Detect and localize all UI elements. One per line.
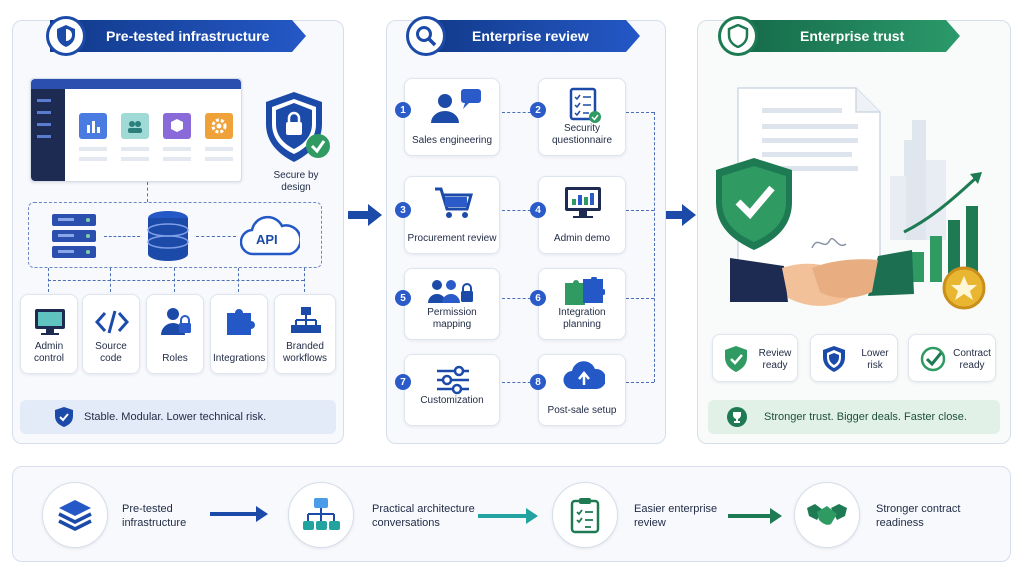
sales-engineering-icon: [431, 89, 481, 123]
step-admin-demo-label: Admin demo: [553, 233, 611, 244]
card-roles-label: Roles: [162, 353, 188, 364]
card-branded-workflows-label: Branded workflows: [283, 341, 327, 364]
dashboard-window: [30, 78, 242, 182]
step-3-badge: 3: [395, 202, 411, 218]
step-sales-engineering-label: Sales engineering: [411, 135, 493, 146]
step-procurement-review-label: Procurement review: [407, 233, 497, 244]
cloud-upload-icon: [563, 361, 605, 390]
check-circle-icon: [920, 346, 946, 372]
bottom-item-3: Easier enterprise review: [634, 503, 718, 529]
flow-arrow-icon-2: [478, 508, 540, 529]
flow-arrow-icon-1: [210, 506, 268, 527]
monitor-icon: [35, 309, 65, 335]
panel3-footer: Stronger trust. Bigger deals. Faster clo…: [708, 400, 1000, 434]
layers-icon: [42, 482, 108, 548]
step-sales-engineering: Sales engineering: [404, 78, 500, 156]
bottom-item-1: Pre-tested infrastructure: [122, 503, 187, 529]
demo-monitor-icon: [565, 187, 601, 218]
footer-shield-icon: [55, 407, 73, 427]
trophy-icon: [727, 407, 747, 427]
step-4-badge: 4: [530, 202, 546, 218]
check-shield-icon: [725, 346, 747, 372]
step-post-sale-setup-label: Post-sale setup: [547, 405, 617, 416]
cart-icon: [435, 187, 473, 218]
panel3-title: Enterprise trust: [800, 28, 905, 44]
chart-tile-icon: [79, 113, 107, 139]
card-source-code: Source code: [82, 294, 140, 374]
user-lock-icon: [161, 308, 191, 335]
card-source-code-label: Source code: [95, 341, 127, 364]
panel2-title: Enterprise review: [472, 28, 589, 44]
step-6-badge: 6: [530, 290, 546, 306]
step-5-badge: 5: [395, 290, 411, 306]
card-branded-workflows: Branded workflows: [274, 294, 336, 374]
step-permission-mapping: Permission mapping: [404, 268, 500, 340]
panel3-title-ribbon: Enterprise trust: [736, 20, 960, 52]
cube-tile-icon: [163, 113, 191, 139]
search-icon: [406, 16, 446, 56]
api-label: API: [256, 232, 278, 247]
step-admin-demo: Admin demo: [538, 176, 626, 254]
panel3-footer-text: Stronger trust. Bigger deals. Faster clo…: [764, 411, 967, 423]
secure-shield-icon: [262, 90, 332, 171]
clipboard-check-icon: [552, 482, 618, 548]
badge-review-ready: Review ready: [712, 334, 798, 382]
badge-lower-risk: Lower risk: [810, 334, 898, 382]
risk-shield-icon: [823, 346, 845, 372]
server-rack-icon: [50, 212, 98, 265]
step-8-badge: 8: [530, 374, 546, 390]
step-customization-label: Customization: [420, 395, 484, 406]
arrow-right-icon-2: [666, 202, 698, 233]
panel2-title-ribbon: Enterprise review: [424, 20, 640, 52]
integration-puzzle-icon: [565, 277, 605, 305]
card-integrations: Integrations: [210, 294, 268, 374]
panel1-title: Pre-tested infrastructure: [106, 28, 270, 44]
code-icon: [95, 310, 129, 334]
panel1-title-ribbon: Pre-tested infrastructure: [50, 20, 306, 52]
shield-icon: [46, 16, 86, 56]
puzzle-icon: [227, 309, 255, 335]
step-integration-planning-label: Integration planning: [558, 307, 606, 330]
step-integration-planning: Integration planning: [538, 268, 626, 340]
badge-lower-risk-label: Lower risk: [861, 348, 889, 371]
architecture-box: [28, 202, 322, 268]
group-lock-icon: [428, 280, 473, 303]
checklist-icon: [569, 87, 601, 123]
step-1-badge: 1: [395, 102, 411, 118]
arrow-right-icon: [348, 202, 384, 233]
bottom-item-2: Practical architecture conversations: [372, 503, 475, 529]
card-roles: Roles: [146, 294, 204, 374]
panel1-footer: Stable. Modular. Lower technical risk.: [20, 400, 336, 434]
flow-arrow-icon-3: [728, 508, 784, 529]
panel1-footer-text: Stable. Modular. Lower technical risk.: [84, 411, 267, 423]
workflow-icon: [291, 307, 321, 333]
badge-review-ready-label: Review ready: [758, 348, 792, 371]
step-post-sale-setup: Post-sale setup: [538, 354, 626, 426]
step-permission-mapping-label: Permission mapping: [427, 307, 477, 330]
database-icon: [146, 210, 190, 267]
step-procurement-review: Procurement review: [404, 176, 500, 254]
card-integrations-label: Integrations: [213, 353, 266, 364]
bottom-item-4: Stronger contract readiness: [876, 503, 961, 529]
users-tile-icon: [121, 113, 149, 139]
trust-illustration: [708, 80, 1004, 320]
secure-by-design-label: Secure by design: [273, 170, 319, 193]
gear-tile-icon: [205, 113, 233, 139]
step-security-questionnaire-label: Security questionnaire: [551, 123, 613, 146]
sliders-icon: [437, 365, 469, 395]
step-customization: Customization: [404, 354, 500, 426]
badge-contract-ready: Contract ready: [908, 334, 996, 382]
step-7-badge: 7: [395, 374, 411, 390]
card-admin-control-label: Admin control: [33, 341, 64, 364]
badge-contract-ready-label: Contract ready: [953, 348, 991, 371]
step-2-badge: 2: [530, 102, 546, 118]
architecture-icon: [288, 482, 354, 548]
trust-shield-icon: [718, 16, 758, 56]
step-security-questionnaire: Security questionnaire: [538, 78, 626, 156]
handshake-icon: [794, 482, 860, 548]
card-admin-control: Admin control: [20, 294, 78, 374]
